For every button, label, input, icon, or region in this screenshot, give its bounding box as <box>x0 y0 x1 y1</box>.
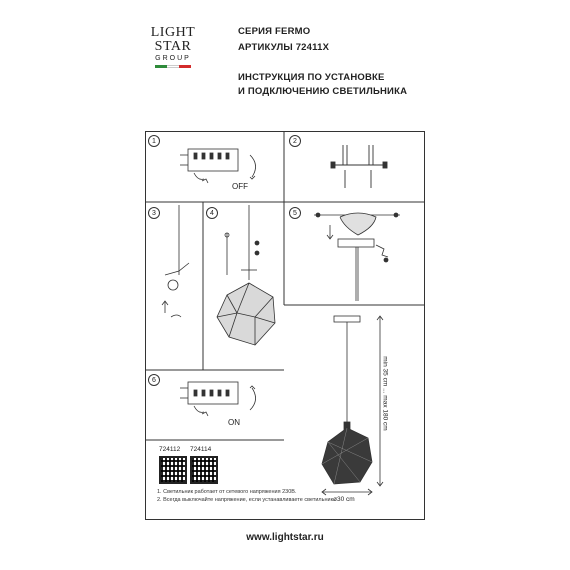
qr-code-2-icon <box>190 456 218 484</box>
logo-line-1: LIGHT <box>150 25 196 40</box>
step-3-number: 3 <box>148 207 160 219</box>
article-code-1: 724112 <box>159 446 181 453</box>
on-label: ON <box>228 418 240 427</box>
wire-connection-icon <box>161 205 190 318</box>
pendant-lamp-icon <box>321 315 384 496</box>
height-dimension: min 35 cm ... max 180 cm <box>381 356 389 431</box>
note-1: 1. Светильник работает от сетевого напря… <box>157 489 297 495</box>
diameter-dimension: ø30 cm <box>333 496 355 503</box>
logo-line-2: STAR <box>154 39 192 54</box>
off-label: OFF <box>232 182 248 191</box>
article-code-2: 724114 <box>190 446 212 453</box>
shade-assembly-icon <box>216 205 276 346</box>
step-4-number: 4 <box>206 207 218 219</box>
logo-line-3: GROUP <box>155 55 191 62</box>
italian-flag-icon <box>155 65 191 68</box>
canopy-install-icon <box>314 212 400 301</box>
qr-code-1-icon <box>159 456 187 484</box>
note-2: 2. Всегда выключайте напряжение, если ус… <box>157 497 335 503</box>
instruction-title-line2: И ПОДКЛЮЧЕНИЮ СВЕТИЛЬНИКА <box>238 86 408 97</box>
breaker-panel-on-icon <box>180 381 256 417</box>
breaker-panel-off-icon <box>180 148 256 184</box>
step-5-number: 5 <box>289 207 301 219</box>
step-6-number: 6 <box>148 374 160 386</box>
articles-title: АРТИКУЛЫ 72411X <box>238 42 330 53</box>
mounting-bracket-icon <box>330 145 388 188</box>
brand-logo: LIGHT STAR GROUP <box>148 26 198 68</box>
step-1-number: 1 <box>148 135 160 147</box>
instruction-frame <box>145 131 425 520</box>
instruction-title-line1: ИНСТРУКЦИЯ ПО УСТАНОВКЕ <box>238 72 385 83</box>
step-2-number: 2 <box>289 135 301 147</box>
website-link[interactable]: www.lightstar.ru <box>246 532 324 543</box>
series-title: СЕРИЯ FERMO <box>238 26 311 37</box>
